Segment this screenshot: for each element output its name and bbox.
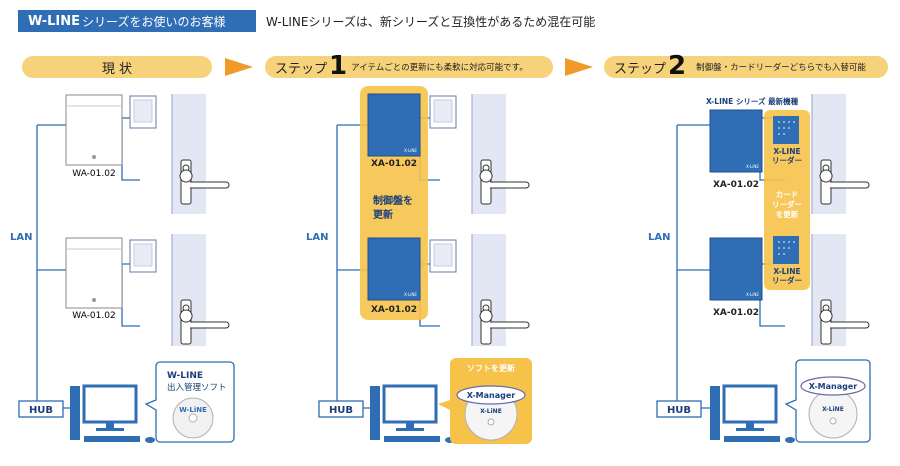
hub-label-2: HUB [329,405,353,416]
xa-controller-2 [367,237,421,301]
door-handle-5-icon [819,159,870,205]
hub-label-1: HUB [29,405,53,416]
hub-box-1 [18,400,64,418]
xa-controller-3 [709,109,763,173]
lan-line-current [36,124,70,409]
xa-model-label-3: XA-01.02 [713,180,759,190]
current-status-pill: 現 状 [22,56,212,78]
xline-logo-1: X-LiNE [480,408,502,415]
xa-controller-1 [367,93,421,157]
panel-logo-2: X-LiNE [404,292,417,297]
step1-description: アイテムごとの更新にも柔軟に対応可能です。 [351,63,528,73]
door-handle-2-icon [179,299,230,345]
x-manager-label-1: X-Manager [467,391,515,400]
panel-step2: X-LINE シリーズ 最新機種 X-LiNE X-LiNE XA-01.02 … [648,94,871,443]
pc-3-icon [710,384,795,443]
wa-model-label-1: WA-01.02 [72,169,115,179]
pc-2-icon [370,384,455,443]
door-handle-3-icon [479,159,530,205]
card-reader-label-1: カード [776,190,799,199]
xa-model-label-1: XA-01.02 [371,159,417,169]
panel-step1: X-LiNE X-LiNE XA-01.02 XA-01.02 制御盤を 更新 … [306,86,532,444]
hub-label-3: HUB [667,405,691,416]
hub-box-3 [656,400,702,418]
software-title-1: W-LINE [167,371,203,381]
xline-reader-label-1a: X-LINE [773,147,800,156]
cd-3-icon [808,389,858,439]
panel-current: WA-01.02 WA-01.02 LAN HUB W-LINE 出入管理ソフト… [10,94,235,443]
door-handle-1-icon [179,159,230,205]
panel-logo-3: X-LiNE [746,164,759,169]
compatibility-note: W-LINEシリーズは、新シリーズと互換性があるため混在可能 [266,14,596,29]
xline-reader-label-2b: リーダー [772,275,802,285]
xline-reader-1 [773,116,799,144]
panel-logo-4: X-LiNE [746,292,759,297]
xline-reader-label-2a: X-LINE [773,267,800,276]
software-update-label: ソフトを更新 [467,363,515,373]
wa-controller-1 [65,94,123,166]
software-title-2: 出入管理ソフト [167,382,227,393]
step2-prefix: ステップ [614,61,667,77]
hub-box-2 [318,400,364,418]
lan-label-1: LAN [10,232,32,243]
arrow-2-icon [565,58,593,76]
xa-controller-4 [709,237,763,301]
card-reader-label-3: を更新 [776,209,799,219]
step2-number: 2 [668,51,687,81]
pc-1-icon [70,384,155,443]
panel-logo-1: X-LiNE [404,148,417,153]
wline-logo: W-LiNE [179,406,207,414]
door-handle-6-icon [819,299,870,345]
xa-model-label-4: XA-01.02 [713,308,759,318]
step2-pill: ステップ 2 制御盤・カードリーダーどちらでも入替可能 [604,51,888,81]
update-panel-line1: 制御盤を [373,194,413,207]
customer-badge: W-LINE シリーズをお使いのお客様 [18,10,256,32]
xa-model-label-2: XA-01.02 [371,305,417,315]
step1-pill: ステップ 1 アイテムごとの更新にも柔軟に対応可能です。 [265,51,553,81]
xline-reader-label-1b: リーダー [772,155,802,165]
xline-logo-2: X-LiNE [822,406,844,413]
card-reader-label-2: リーダー [772,199,802,209]
step1-prefix: ステップ [275,61,328,77]
step2-description: 制御盤・カードリーダーどちらでも入替可能 [696,63,866,73]
door-handle-4-icon [479,299,530,345]
update-panel-line2: 更新 [373,208,393,221]
step1-number: 1 [329,51,348,81]
badge-brand: W-LINE [28,13,81,29]
lan-label-2: LAN [306,232,328,243]
arrow-1-icon [225,58,253,76]
badge-text: シリーズをお使いのお客様 [82,14,226,29]
current-status-label: 現 状 [101,61,133,77]
lan-label-3: LAN [648,232,670,243]
xline-reader-2 [773,236,799,264]
wa-controller-2 [65,237,123,309]
wa-model-label-2: WA-01.02 [72,311,115,321]
xline-series-label: X-LINE シリーズ 最新機種 [706,96,799,106]
x-manager-label-2: X-Manager [809,382,857,391]
